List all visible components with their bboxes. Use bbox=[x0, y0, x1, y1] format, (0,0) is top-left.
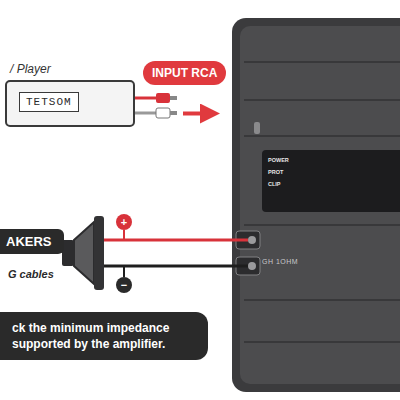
input-pill: INPUT RCA bbox=[143, 61, 226, 85]
note-text: ck the minimum impedance supported by th… bbox=[12, 320, 198, 352]
device-caption: / Player bbox=[10, 62, 51, 76]
polarity-mark: + bbox=[121, 216, 127, 228]
rca-plug-white bbox=[156, 108, 170, 118]
note-box: ck the minimum impedance supported by th… bbox=[0, 312, 208, 360]
minus-terminal bbox=[116, 277, 132, 293]
terminal-screw bbox=[248, 262, 256, 270]
signal-arrow bbox=[183, 112, 214, 116]
amplifier-body bbox=[232, 18, 400, 392]
amplifier-face bbox=[240, 26, 400, 384]
speakers-pill: AKERS bbox=[0, 229, 64, 254]
terminal-screw bbox=[248, 236, 256, 244]
head-unit: TETSOM bbox=[5, 80, 135, 127]
rca-tip bbox=[170, 96, 177, 100]
amplifier: GH 1OHM POWER PROT CLIP bbox=[232, 18, 400, 392]
rca-tip bbox=[170, 111, 177, 115]
led-panel: POWER PROT CLIP bbox=[262, 150, 400, 212]
rca-cable-red bbox=[135, 97, 158, 100]
minus-lead bbox=[123, 266, 125, 277]
led-label: PROT bbox=[268, 169, 283, 175]
plus-terminal bbox=[116, 214, 132, 230]
speaker-rim bbox=[94, 216, 104, 290]
led-label: POWER bbox=[268, 157, 289, 163]
speaker-cone bbox=[74, 222, 94, 284]
rca-cable-white bbox=[135, 112, 158, 115]
model-label: GH 1OHM bbox=[262, 258, 298, 265]
display-text: TETSOM bbox=[19, 92, 79, 112]
rca-plug-red bbox=[156, 93, 170, 103]
pill-label: AKERS bbox=[6, 234, 52, 249]
amplifier-ribs bbox=[244, 62, 400, 342]
cable-note: G cables bbox=[8, 268, 54, 280]
amplifier-notch bbox=[254, 122, 260, 134]
polarity-mark: − bbox=[121, 279, 127, 291]
pill-label: INPUT RCA bbox=[152, 66, 217, 80]
led-label: CLIP bbox=[268, 181, 281, 187]
speaker-magnet bbox=[62, 240, 74, 266]
plus-lead bbox=[123, 230, 125, 240]
